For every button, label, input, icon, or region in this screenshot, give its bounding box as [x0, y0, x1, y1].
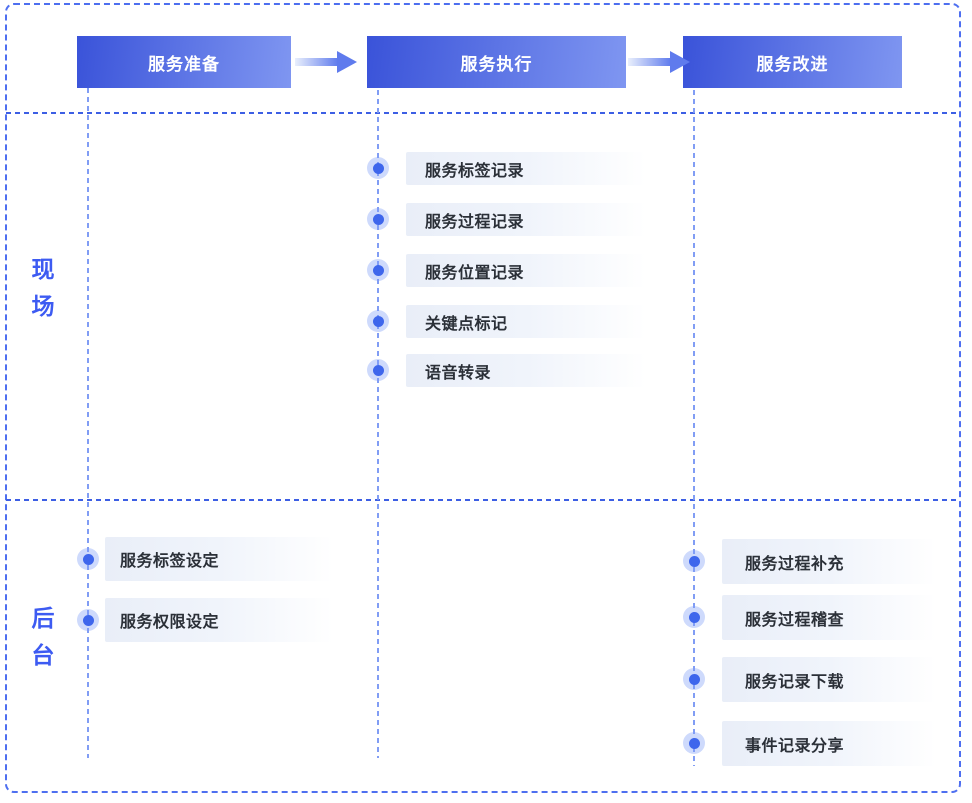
timeline-dot [77, 548, 99, 570]
arrow-right-icon [295, 51, 357, 73]
diagram-border [5, 3, 961, 793]
arrow-head [337, 51, 357, 73]
list-item: 事件记录分享 [722, 721, 936, 766]
phase-box-execution: 服务执行 [367, 36, 626, 88]
arrow-shaft [628, 58, 671, 66]
list-item: 服务位置记录 [406, 254, 646, 287]
phase-box-improvement: 服务改进 [683, 36, 902, 88]
timeline-dot [367, 208, 389, 230]
lane-divider-line [6, 499, 960, 501]
timeline-dot [683, 550, 705, 572]
timeline-dot [77, 609, 99, 631]
list-item: 服务记录下载 [722, 657, 936, 702]
column-line-execution [377, 90, 379, 758]
list-item: 服务标签记录 [406, 152, 646, 185]
timeline-dot [683, 606, 705, 628]
lane-label-onsite: 现场 [31, 256, 55, 319]
timeline-dot [683, 668, 705, 690]
header-divider-line [6, 112, 960, 114]
list-item: 关键点标记 [406, 305, 646, 338]
column-line-improvement [693, 90, 695, 766]
list-item: 服务过程稽查 [722, 595, 936, 640]
list-item: 服务标签设定 [105, 537, 333, 581]
phase-box-preparation: 服务准备 [77, 36, 291, 88]
arrow-head [670, 51, 690, 73]
timeline-dot [367, 310, 389, 332]
timeline-dot [367, 157, 389, 179]
list-item: 服务权限设定 [105, 598, 333, 642]
timeline-dot [683, 732, 705, 754]
list-item: 语音转录 [406, 354, 646, 387]
timeline-dot [367, 359, 389, 381]
arrow-right-icon [628, 51, 690, 73]
column-line-preparation [87, 88, 89, 758]
list-item: 服务过程补充 [722, 539, 936, 584]
arrow-shaft [295, 58, 338, 66]
list-item: 服务过程记录 [406, 203, 646, 236]
timeline-dot [367, 259, 389, 281]
lane-label-backend: 后台 [31, 605, 55, 668]
